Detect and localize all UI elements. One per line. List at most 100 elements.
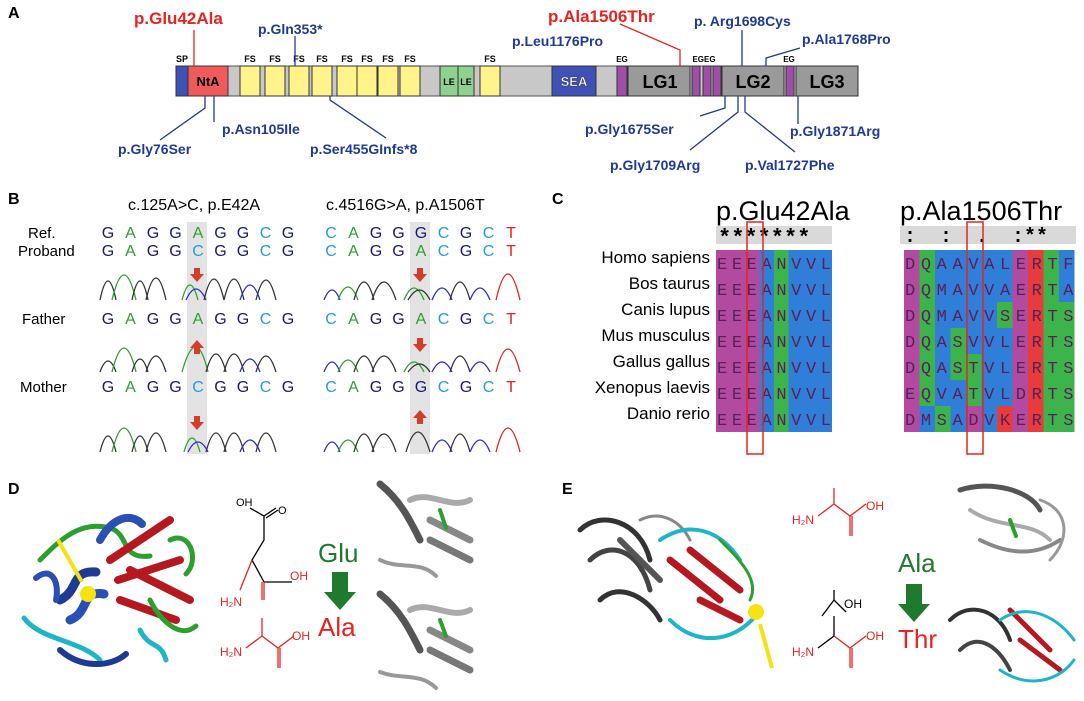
residue-cell bbox=[1059, 380, 1075, 406]
fs-box-7 bbox=[377, 65, 399, 97]
fs-label-9: FS bbox=[484, 54, 496, 64]
line-ala1506 bbox=[619, 23, 681, 66]
domain-lg1 bbox=[627, 65, 691, 97]
row-label-mother: Mother bbox=[20, 379, 67, 396]
arrow-down-proband-right bbox=[413, 268, 427, 282]
mutation-lines-bottom bbox=[159, 96, 799, 153]
residue-cell bbox=[745, 276, 760, 302]
residue-cell bbox=[981, 380, 997, 406]
species-label: Danio rerio bbox=[627, 404, 710, 423]
residue-cell bbox=[935, 354, 951, 380]
residue-cell bbox=[788, 250, 803, 276]
le-label-2: LE bbox=[460, 77, 472, 87]
base-letter: G bbox=[214, 225, 226, 242]
domain-nta-label: NtA bbox=[196, 74, 220, 89]
base-letter: G bbox=[147, 225, 159, 242]
eg-box-1 bbox=[616, 65, 628, 97]
c-highlight-right bbox=[966, 221, 984, 455]
base-letter: G bbox=[392, 379, 404, 396]
residue-cell bbox=[1028, 380, 1044, 406]
species-label: Homo sapiens bbox=[601, 248, 710, 267]
residue-cell bbox=[1043, 380, 1059, 406]
base-letter: C bbox=[192, 243, 204, 260]
species-label: Bos taurus bbox=[629, 274, 710, 293]
base-letter: T bbox=[506, 225, 516, 242]
base-letter: G bbox=[392, 243, 404, 260]
residue-cell bbox=[730, 328, 745, 354]
residue-cell bbox=[716, 328, 731, 354]
protein-structure-d-right-bottom bbox=[376, 590, 474, 690]
base-letter: C bbox=[260, 225, 272, 242]
e-down-arrow bbox=[898, 584, 930, 622]
residue-cell bbox=[1043, 250, 1059, 276]
residue-cell bbox=[919, 250, 935, 276]
le-box-2 bbox=[457, 65, 475, 97]
base-letter: G bbox=[460, 311, 472, 328]
glu-h2n: H₂N bbox=[220, 595, 242, 609]
b-title-right: c.4516G>A, p.A1506T bbox=[326, 197, 485, 214]
c-left-alignment: EEEANVVLEEEANVVLEEEANVVLEEEANVVLEEEANVVL… bbox=[716, 250, 832, 432]
ala-h2n-e: H₂N bbox=[792, 513, 814, 527]
residue-cell bbox=[966, 250, 982, 276]
arrow-down-mother-left bbox=[190, 416, 204, 430]
mutation-lines-top bbox=[193, 23, 801, 66]
base-letter: G bbox=[102, 379, 114, 396]
residue-cell bbox=[950, 406, 966, 432]
residue-cell bbox=[716, 380, 731, 406]
residue-cell bbox=[774, 354, 789, 380]
alignment-sequence: EQVATVLDRTS bbox=[905, 386, 1074, 405]
fs-label-6: FS bbox=[361, 54, 373, 64]
base-letter: G bbox=[370, 379, 382, 396]
residue-cell bbox=[981, 302, 997, 328]
base-letter: G bbox=[237, 311, 249, 328]
base-letter: A bbox=[348, 243, 359, 260]
alignment-sequence: DQAAVALERTF bbox=[905, 256, 1074, 275]
base-letter: C bbox=[483, 225, 495, 242]
label-arg1698: p. Arg1698Cys bbox=[694, 13, 791, 29]
base-letter: T bbox=[506, 311, 516, 328]
residue-cell bbox=[950, 328, 966, 354]
residue-cell bbox=[817, 276, 832, 302]
protein-structure-e-right-bottom bbox=[948, 607, 1076, 683]
base-letter: G bbox=[102, 225, 114, 242]
base-letter: G bbox=[370, 243, 382, 260]
eg-box-4 bbox=[712, 65, 722, 97]
residue-cell bbox=[1012, 328, 1028, 354]
yellow-arrow-d bbox=[56, 539, 84, 583]
panel-label-d: D bbox=[8, 481, 20, 498]
base-letter: G bbox=[392, 225, 404, 242]
residue-cell bbox=[1059, 328, 1075, 354]
row-label-ref: Ref. bbox=[28, 225, 56, 242]
glu-oh: OH bbox=[290, 569, 308, 583]
residue-cell bbox=[774, 302, 789, 328]
residue-cell bbox=[788, 380, 803, 406]
base-letter: C bbox=[325, 311, 337, 328]
base-letter: A bbox=[348, 379, 359, 396]
residue-cell bbox=[981, 276, 997, 302]
residue-cell bbox=[981, 250, 997, 276]
base-letter: C bbox=[325, 379, 337, 396]
base-letter: G bbox=[460, 243, 472, 260]
arrow-down-proband-left bbox=[190, 268, 204, 282]
c-title-right: p.Ala1506Thr bbox=[900, 196, 1062, 226]
base-letter: C bbox=[192, 379, 204, 396]
ala-h2n-d: H₂N bbox=[220, 645, 242, 659]
residue-cell bbox=[1028, 354, 1044, 380]
residue-cell bbox=[803, 380, 818, 406]
residue-cell bbox=[1012, 276, 1028, 302]
domain-sea bbox=[551, 65, 597, 97]
residue-cell bbox=[935, 250, 951, 276]
eg-label-1: EG bbox=[616, 55, 628, 64]
residue-cell bbox=[774, 406, 789, 432]
alignment-sequence: DQMAVVAERTA bbox=[905, 282, 1074, 301]
residue-cell bbox=[1043, 406, 1059, 432]
fs-label-8: FS bbox=[404, 54, 416, 64]
residue-cell bbox=[745, 354, 760, 380]
eg-box-2 bbox=[691, 65, 701, 97]
residue-cell bbox=[716, 406, 731, 432]
arrow-up-father-left bbox=[190, 340, 204, 354]
residue-cell bbox=[966, 354, 982, 380]
